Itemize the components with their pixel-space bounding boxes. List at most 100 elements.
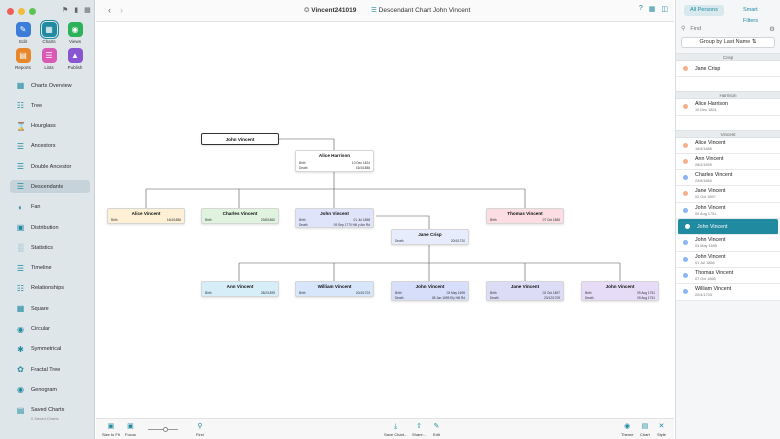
nav-statistics[interactable]: ░Statistics bbox=[10, 241, 90, 254]
button-label: Focus bbox=[125, 432, 136, 437]
gear-icon[interactable]: ⚙ bbox=[769, 25, 775, 33]
window-controls bbox=[7, 8, 36, 15]
tag-icon[interactable]: ⚑ bbox=[62, 7, 69, 14]
birth-label: Birth bbox=[205, 291, 212, 295]
size-to-fit-button[interactable]: ▣Size to Fit bbox=[102, 422, 120, 437]
nav-fan[interactable]: ◐Fan bbox=[10, 201, 90, 214]
nav-charts-overview[interactable]: ▦Charts Overview bbox=[10, 79, 90, 92]
tab-smart-filters[interactable]: Smart Filters bbox=[743, 7, 758, 24]
panel-toggle-icon[interactable]: ◫ bbox=[661, 6, 668, 13]
nav-label: Fan bbox=[31, 204, 41, 211]
person-name: Jane Vincent bbox=[695, 188, 726, 195]
tool-lists[interactable]: ☰ Lists bbox=[36, 48, 62, 70]
help-icon[interactable]: ? bbox=[638, 5, 643, 12]
nav-square[interactable]: ▦Square bbox=[10, 302, 90, 315]
nav-tree[interactable]: ☷Tree bbox=[10, 99, 90, 112]
zoom-knob[interactable] bbox=[163, 427, 168, 432]
share-button[interactable]: ⇧Share... bbox=[412, 422, 426, 437]
nav-fractal-tree[interactable]: ✿Fractal Tree bbox=[10, 363, 90, 376]
nav-circular[interactable]: ◉Circular bbox=[10, 323, 90, 336]
group-by-select[interactable]: Group by Last Name ⇅ bbox=[681, 37, 775, 48]
death-label: Death bbox=[585, 295, 594, 300]
save-chart-button[interactable]: ⤓Save Chart... bbox=[384, 422, 407, 437]
back-arrow-icon[interactable]: ‹ bbox=[108, 5, 111, 15]
theme-button[interactable]: ◉Theme bbox=[621, 422, 633, 437]
minimize-window-button[interactable] bbox=[18, 8, 25, 15]
list-item-selected[interactable]: John Vincent bbox=[678, 219, 778, 236]
zoom-window-button[interactable] bbox=[29, 8, 36, 15]
tool-reports[interactable]: ▤ Reports bbox=[10, 48, 36, 70]
focus-button[interactable]: ▣Focus bbox=[125, 422, 136, 437]
forward-arrow-icon[interactable]: › bbox=[120, 5, 123, 15]
list-item[interactable]: Jane Crisp bbox=[676, 61, 780, 78]
person-name: Ann Vincent bbox=[695, 155, 724, 162]
sidebar: ⚑ ▮ ▦ ✎ Edit ▦ Charts ◉ Views ▤ Reports … bbox=[0, 0, 95, 439]
list-item[interactable]: Alice Harrison 10 Dec 1824 bbox=[676, 99, 780, 116]
person-card-root[interactable]: John Vincent bbox=[201, 133, 279, 145]
nav-label: Symmetrical bbox=[31, 346, 62, 353]
symmetrical-icon: ✱ bbox=[17, 344, 24, 354]
sidebar-top-icons: ⚑ ▮ ▦ bbox=[62, 6, 91, 14]
gender-dot bbox=[685, 224, 690, 230]
person-name: William Vincent bbox=[695, 286, 732, 293]
folder-icon[interactable]: ▦ bbox=[648, 6, 656, 13]
hourglass-icon: ⌛ bbox=[16, 121, 26, 131]
birth-date: 23/8/1860 bbox=[260, 218, 275, 222]
nav-distribution[interactable]: ▣Distribution bbox=[10, 221, 90, 234]
nav-saved-charts[interactable]: ▤Saved Charts bbox=[10, 404, 90, 417]
tool-publish[interactable]: ▲ Publish bbox=[62, 48, 88, 70]
nav-genogram[interactable]: ◉Genogram bbox=[10, 383, 90, 396]
bookmark-icon[interactable]: ▮ bbox=[74, 7, 79, 14]
zoom-slider[interactable] bbox=[143, 427, 183, 433]
nav-double-ancestor[interactable]: ☰Double Ancestor bbox=[10, 160, 90, 173]
chart-settings-button[interactable]: ▤Chart bbox=[640, 422, 650, 437]
find-button[interactable]: ⚲Find bbox=[196, 422, 204, 437]
nav-symmetrical[interactable]: ✱ Symmetrical bbox=[10, 343, 90, 356]
tool-edit[interactable]: ✎ Edit bbox=[10, 22, 36, 44]
style-button[interactable]: ✕Style bbox=[657, 422, 666, 437]
nav-relationships[interactable]: ☷Relationships bbox=[10, 282, 90, 295]
nav-ancestors[interactable]: ☰Ancestors bbox=[10, 140, 90, 153]
button-label: Chart bbox=[640, 432, 650, 437]
lists-icon: ☰ bbox=[41, 48, 57, 63]
death-date: 09 Sep 1770 Hill y Am Rd bbox=[333, 222, 370, 227]
search-input[interactable] bbox=[690, 25, 761, 32]
person-date: 28/2/1899 bbox=[695, 162, 712, 167]
sidebar-toggle-icon[interactable]: ▦ bbox=[84, 7, 91, 14]
nav-hourglass[interactable]: ⌛Hourglass bbox=[10, 120, 90, 133]
person-name: Jane Crisp bbox=[418, 232, 442, 237]
close-window-button[interactable] bbox=[7, 8, 14, 15]
nav-label: Relationships bbox=[31, 285, 65, 292]
tool-charts[interactable]: ▦ Charts bbox=[36, 20, 62, 44]
tool-views[interactable]: ◉ Views bbox=[62, 22, 88, 44]
tab-all-persons[interactable]: All Persons bbox=[684, 5, 724, 16]
button-label: Share... bbox=[412, 432, 427, 437]
nav-timeline[interactable]: ☰Timeline bbox=[10, 262, 90, 275]
nav-descendants[interactable]: ☰Descendants bbox=[10, 180, 90, 194]
edit-button[interactable]: ✎Edit bbox=[433, 422, 440, 437]
